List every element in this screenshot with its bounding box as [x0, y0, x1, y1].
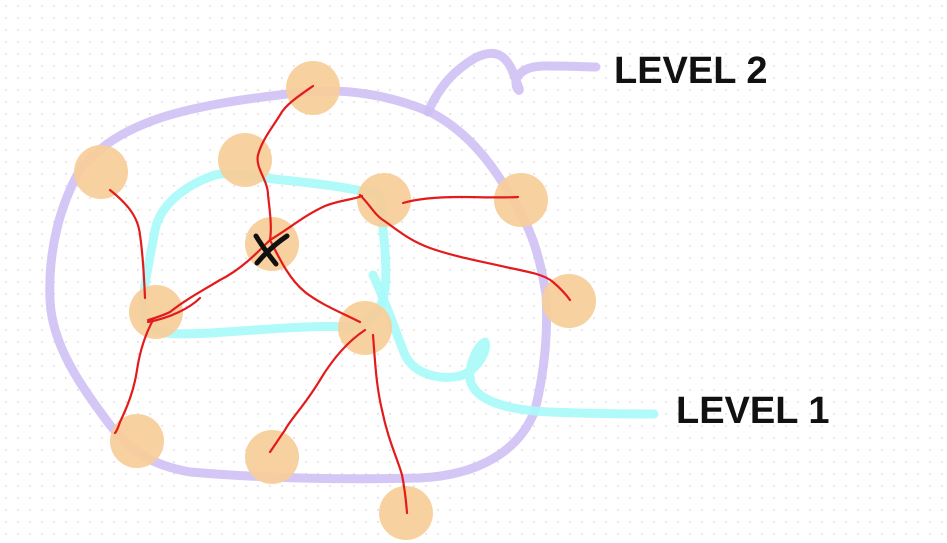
center-x-stroke-b — [254, 233, 290, 266]
node-7 — [129, 285, 183, 339]
edge-8 — [268, 328, 367, 454]
edge-1 — [256, 84, 315, 242]
level-1-label: LEVEL 1 — [676, 390, 830, 432]
node-5 — [494, 173, 548, 227]
node-3 — [218, 133, 272, 187]
node-2 — [74, 145, 128, 199]
node-4 — [357, 173, 411, 227]
edge-4 — [146, 238, 272, 322]
edge-2 — [268, 194, 364, 242]
edge-11 — [146, 296, 202, 324]
edge-7 — [401, 195, 520, 205]
edge-9 — [371, 333, 409, 515]
edge-10 — [113, 318, 155, 435]
node-1 — [286, 61, 340, 115]
level-2-connector — [423, 48, 601, 117]
center-x-stroke-a — [253, 233, 279, 267]
node-11 — [245, 430, 299, 484]
edge-3 — [268, 238, 362, 324]
edge-5 — [108, 188, 147, 300]
level-1-connector — [368, 270, 659, 419]
level-2-label: LEVEL 2 — [614, 50, 768, 92]
node-9 — [542, 274, 596, 328]
center-x-mark — [253, 233, 290, 267]
node-10 — [110, 414, 164, 468]
edge-6 — [358, 193, 572, 302]
